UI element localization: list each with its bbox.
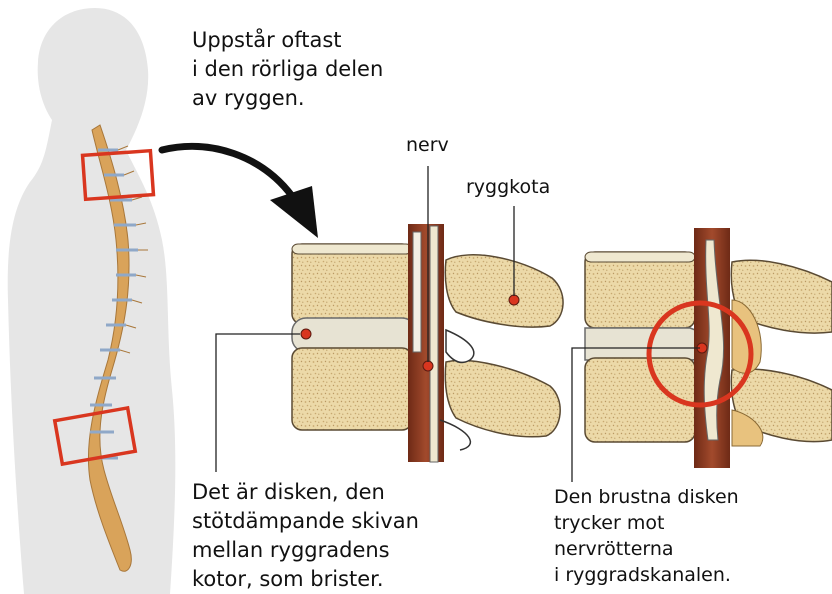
caption-right-line-4: i ryggradskanalen.	[554, 564, 731, 586]
pointer-arrow	[162, 146, 318, 238]
caption-right-line-3: nervrötterna	[554, 538, 674, 560]
caption-right-line-1: Den brustna disken	[554, 486, 739, 508]
top-caption-line-1: Uppstår oftast	[192, 26, 342, 55]
caption-left-line-4: kotor, som brister.	[192, 565, 384, 594]
top-caption-line-3: av ryggen.	[192, 84, 305, 113]
caption-left-line-1: Det är disken, den	[192, 478, 385, 507]
caption-left-line-2: stötdämpande skivan	[192, 507, 419, 536]
top-caption-line-2: i den rörliga delen	[192, 55, 383, 84]
label-ryggkota: ryggkota	[466, 176, 550, 198]
caption-left-line-3: mellan ryggradens	[192, 536, 390, 565]
label-nerv: nerv	[406, 134, 449, 156]
caption-right-line-2: trycker mot	[554, 512, 664, 534]
body-silhouette	[8, 8, 176, 594]
